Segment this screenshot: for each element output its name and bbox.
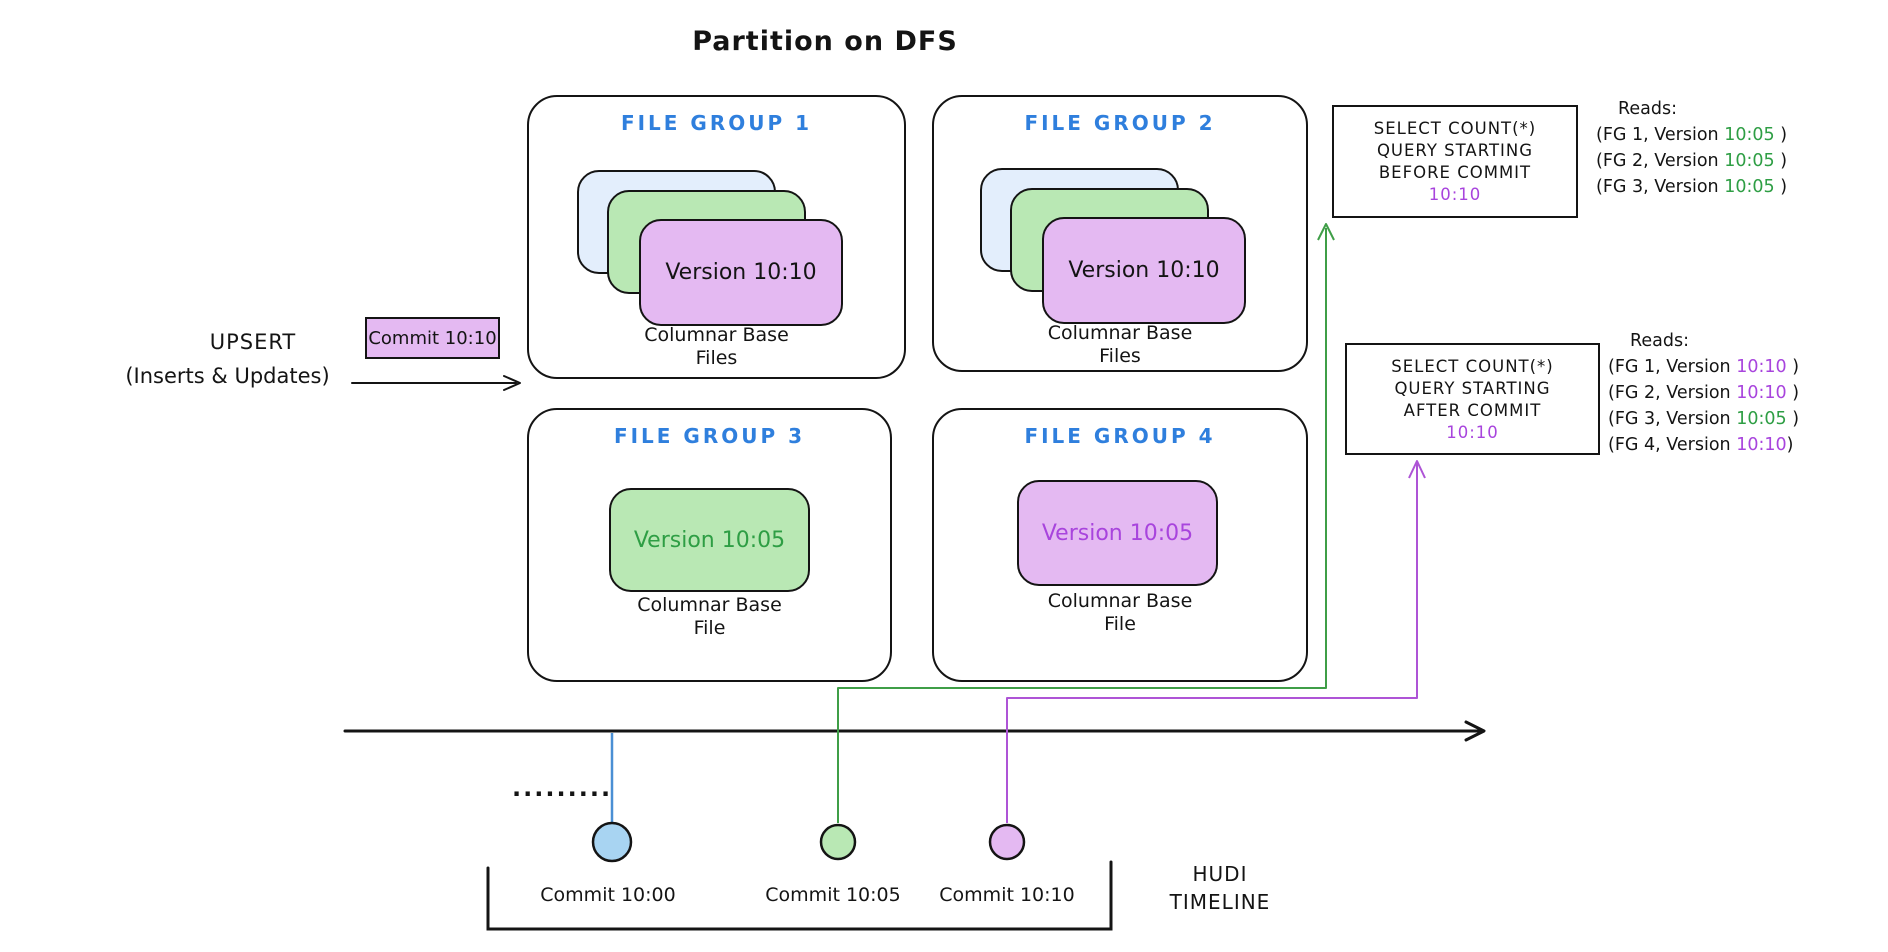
read-prefix: (FG 1, Version: [1596, 125, 1725, 145]
upsert-label: UPSERT: [209, 330, 297, 354]
read-time: 10:10: [1736, 383, 1787, 403]
caption-line: Columnar Base: [637, 594, 782, 616]
file-group-2-latest-file-card: Version 10:10: [1042, 217, 1246, 324]
query-line: SELECT COUNT(*): [1391, 357, 1554, 376]
read-entry: (FG 2, Version 10:10 ): [1608, 380, 1799, 406]
file-group-2-box: FILE GROUP 2 Version 10:10 Columnar Base…: [932, 95, 1308, 372]
hudi-caption-line: TIMELINE: [1169, 890, 1271, 914]
read-prefix: (FG 3, Version: [1608, 409, 1737, 429]
read-time: 10:05: [1736, 409, 1787, 429]
hudi-caption-line: HUDI: [1192, 862, 1248, 886]
read-entry: (FG 1, Version 10:10 ): [1608, 354, 1799, 380]
commit-1005-dot: [819, 823, 857, 861]
query-highlight-time: 10:10: [1446, 423, 1499, 442]
green-connector-arrowhead: [1317, 223, 1335, 241]
reads-header: Reads:: [1630, 331, 1689, 351]
file-group-1-title: FILE GROUP 1: [620, 111, 813, 135]
file-group-1-latest-file-card: Version 10:10: [639, 219, 843, 326]
caption-line: Columnar Base: [1047, 322, 1193, 344]
timeline-ellipsis-dots: .........: [512, 774, 613, 802]
read-time: 10:10: [1736, 357, 1787, 377]
read-time: 10:05: [1724, 125, 1775, 145]
file-group-2-title: FILE GROUP 2: [1024, 111, 1216, 135]
query-highlight-time: 10:10: [1428, 185, 1482, 204]
read-suffix: ): [1774, 125, 1788, 145]
query-box-before-commit: SELECT COUNT(*) QUERY STARTING BEFORE CO…: [1332, 105, 1578, 218]
commit-badge: Commit 10:10: [365, 317, 500, 359]
read-entry: (FG 3, Version 10:05 ): [1596, 174, 1787, 200]
caption-line: Columnar Base: [1047, 590, 1193, 612]
file-group-2-caption: Columnar Base Files: [934, 322, 1306, 368]
file-group-3-version-label: Version 10:05: [633, 527, 786, 553]
caption-line: File: [693, 617, 726, 639]
commit-1010-dot: [988, 823, 1026, 861]
read-prefix: (FG 2, Version: [1608, 383, 1737, 403]
read-suffix: ): [1786, 435, 1794, 455]
file-group-1-caption: Columnar Base Files: [529, 324, 904, 370]
query-box-after-commit: SELECT COUNT(*) QUERY STARTING AFTER COM…: [1345, 343, 1600, 455]
green-query-connector: [837, 228, 1327, 823]
file-group-4-title: FILE GROUP 4: [1024, 424, 1216, 448]
query-line: BEFORE COMMIT: [1378, 163, 1532, 182]
read-entry: (FG 1, Version 10:05 ): [1596, 122, 1787, 148]
upsert-arrowhead: [503, 375, 521, 391]
timeline-bracket: [486, 860, 1113, 931]
purple-query-connector: [1006, 463, 1418, 823]
timeline-arrowhead: [1464, 720, 1486, 742]
file-group-4-version-label: Version 10:05: [1041, 520, 1194, 546]
file-group-3-file-card: Version 10:05: [609, 488, 810, 592]
caption-line: Files: [1099, 345, 1141, 367]
commit-1000-label: Commit 10:00: [540, 884, 676, 906]
read-time: 10:10: [1736, 435, 1787, 455]
query-line: AFTER COMMIT: [1403, 401, 1542, 420]
read-prefix: (FG 1, Version: [1608, 357, 1737, 377]
query-line: QUERY STARTING: [1394, 379, 1551, 398]
query-line: SELECT COUNT(*): [1373, 119, 1537, 138]
reads-header: Reads:: [1618, 99, 1677, 119]
upsert-sublabel: (Inserts & Updates): [125, 364, 330, 388]
read-time: 10:05: [1724, 177, 1775, 197]
reads-list-before: Reads: (FG 1, Version 10:05 ) (FG 2, Ver…: [1596, 96, 1787, 200]
read-suffix: ): [1774, 177, 1788, 197]
read-suffix: ): [1786, 409, 1800, 429]
file-group-4-box: FILE GROUP 4 Version 10:05 Columnar Base…: [932, 408, 1308, 682]
file-group-1-box: FILE GROUP 1 Version 10:10 Columnar Base…: [527, 95, 906, 379]
file-group-1-version-label: Version 10:10: [665, 260, 817, 285]
file-group-3-box: FILE GROUP 3 Version 10:05 Columnar Base…: [527, 408, 892, 682]
commit-1010-label: Commit 10:10: [939, 884, 1075, 906]
read-prefix: (FG 3, Version: [1596, 177, 1725, 197]
commit-1005-label: Commit 10:05: [765, 884, 901, 906]
caption-line: Columnar Base: [644, 324, 789, 346]
read-entry: (FG 4, Version 10:10): [1608, 432, 1799, 458]
read-suffix: ): [1786, 383, 1800, 403]
hudi-timeline-caption: HUDI TIMELINE: [1140, 860, 1300, 916]
caption-line: File: [1104, 613, 1136, 635]
read-prefix: (FG 4, Version: [1608, 435, 1737, 455]
caption-line: Files: [695, 347, 738, 369]
page-title: Partition on DFS: [692, 26, 958, 57]
commit-1000-dot: [591, 821, 633, 863]
read-entry: (FG 2, Version 10:05 ): [1596, 148, 1787, 174]
file-group-2-version-label: Version 10:10: [1068, 258, 1220, 283]
query-line: QUERY STARTING: [1376, 141, 1534, 160]
reads-list-after: Reads: (FG 1, Version 10:10 ) (FG 2, Ver…: [1608, 328, 1799, 458]
read-time: 10:05: [1724, 151, 1775, 171]
file-group-3-caption: Columnar Base File: [529, 594, 890, 640]
read-suffix: ): [1786, 357, 1800, 377]
file-group-4-file-card: Version 10:05: [1017, 480, 1218, 586]
read-entry: (FG 3, Version 10:05 ): [1608, 406, 1799, 432]
file-group-4-caption: Columnar Base File: [934, 590, 1306, 636]
purple-connector-arrowhead: [1408, 460, 1426, 479]
read-suffix: ): [1774, 151, 1788, 171]
file-group-3-title: FILE GROUP 3: [613, 424, 806, 448]
read-prefix: (FG 2, Version: [1596, 151, 1725, 171]
